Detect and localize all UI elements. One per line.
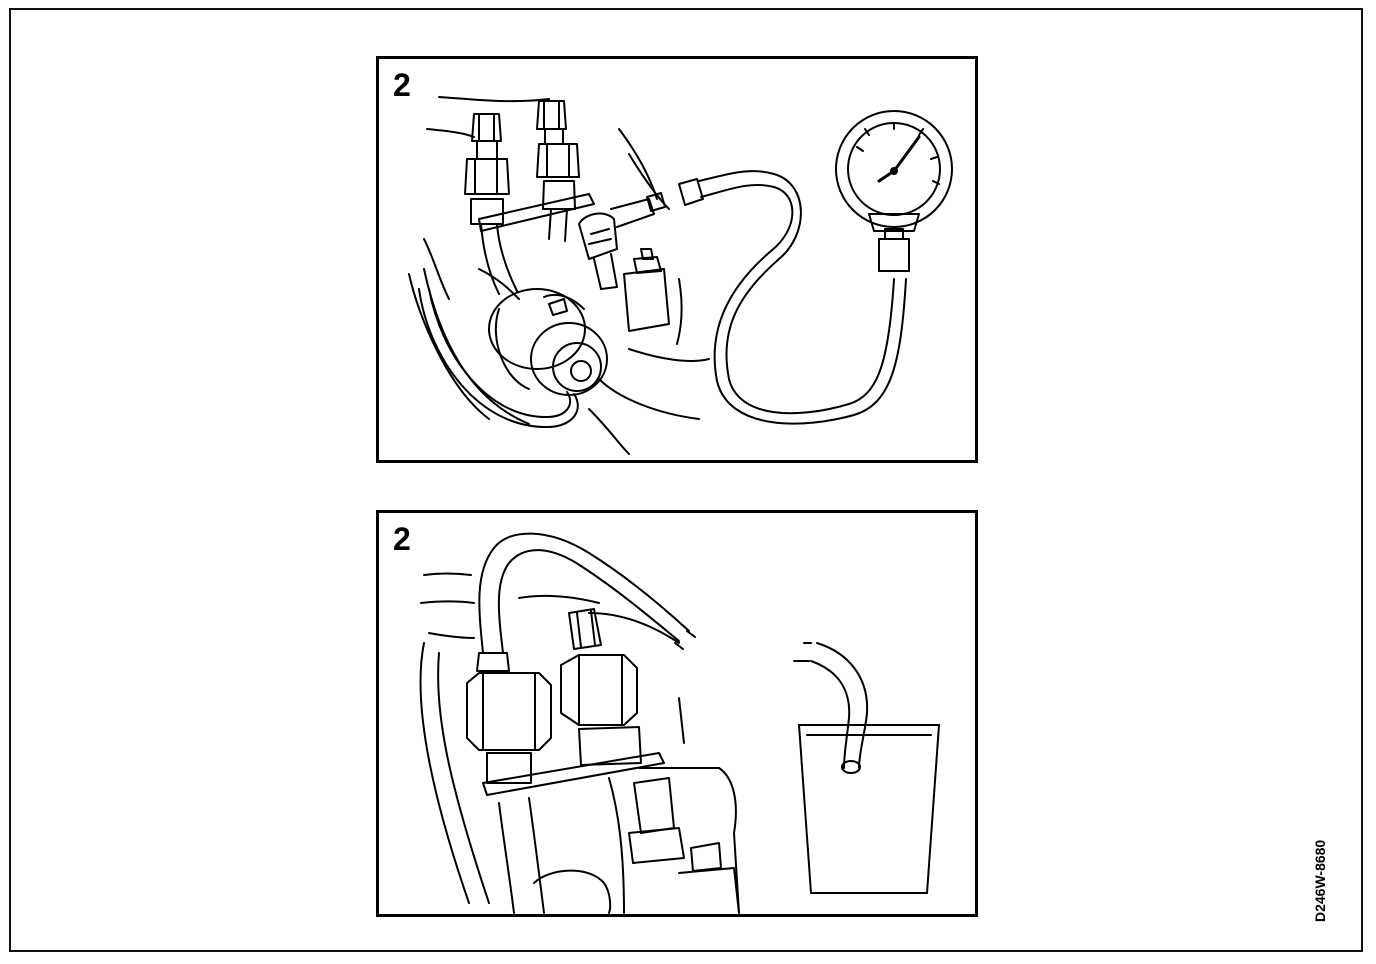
injection-pump-body [488,288,608,396]
bleed-hose [793,642,869,774]
pressure-test-drawing [408,96,953,455]
pressure-valve-fitting [578,192,666,290]
bleed-pipe [476,532,696,672]
page-border [9,8,1363,952]
delivery-valve-nut-left [466,672,552,784]
test-hose [678,170,907,425]
illustration-panel-bleed-test: 2 [376,510,978,917]
beaker [798,724,940,894]
figure-code-label: D246W-8680 [1312,839,1328,922]
illustration-panel-pressure-test: 2 [376,56,978,463]
bleed-test-drawing [419,532,940,914]
delivery-valve-nut-right [560,608,642,766]
step-number-label: 2 [393,521,411,557]
step-number-label: 2 [393,67,411,103]
pipe-fitting-left [464,113,518,295]
pressure-gauge [835,110,953,232]
pipe-fitting-right [536,100,580,242]
